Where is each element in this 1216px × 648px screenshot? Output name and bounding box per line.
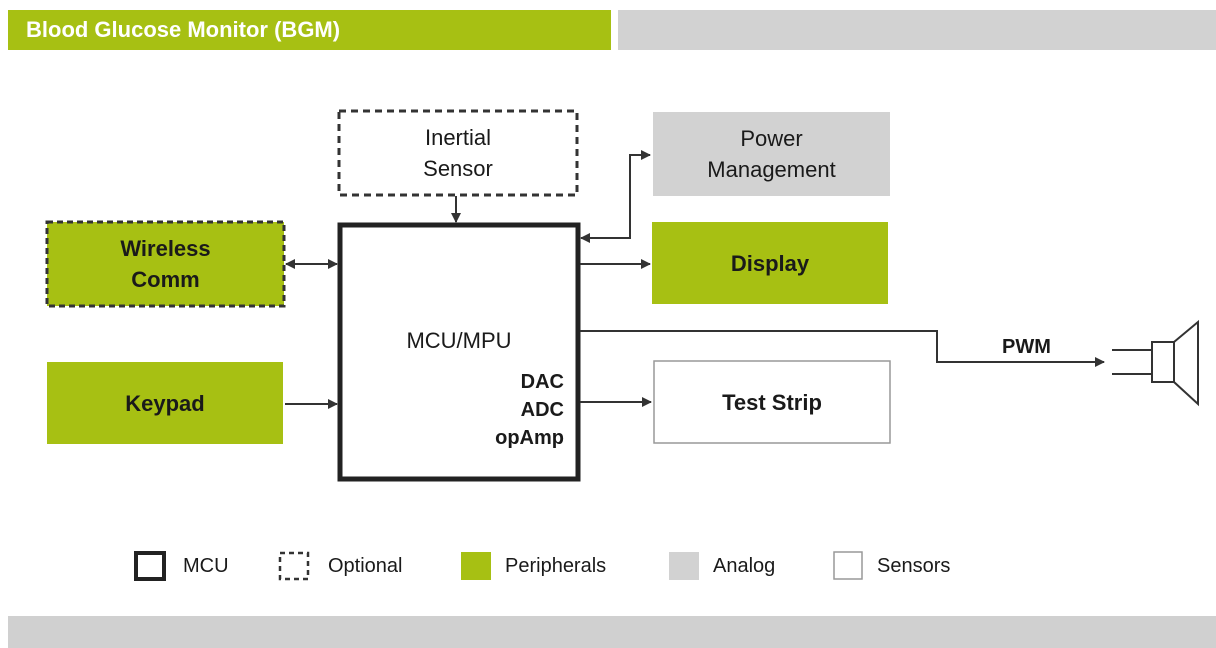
mcu-mpu-label: MCU/MPU — [406, 327, 512, 353]
inertial-sensor-label: Inertial Sensor — [423, 125, 493, 181]
keypad-label: Keypad — [125, 390, 205, 416]
inertial-sensor-box — [337, 109, 579, 197]
power-management-label: Power Management — [707, 126, 836, 182]
legend-analog-icon — [669, 552, 699, 580]
title-bar-gray — [618, 10, 1216, 50]
wireless-comm-label: Wireless Comm — [120, 236, 211, 292]
legend-sensors-label: Sensors — [877, 555, 951, 577]
display-label: Display — [730, 250, 810, 276]
speaker-icon — [1112, 319, 1199, 407]
arrow-mcu-to-speaker — [580, 330, 1105, 367]
mcu-dac-label: DAC — [520, 371, 564, 393]
wireless-comm-box — [45, 220, 286, 308]
legend-mcu-icon — [134, 551, 166, 581]
keypad-box — [47, 362, 283, 444]
mcu-mpu-box — [337, 222, 581, 482]
legend-peripherals-icon — [461, 552, 491, 580]
mcu-opamp-label: opAmp — [495, 427, 564, 449]
legend-peripherals-label: Peripherals — [505, 555, 607, 577]
display-box — [652, 222, 888, 304]
test-strip-box — [653, 360, 891, 444]
legend-optional-icon — [278, 551, 310, 581]
mcu-adc-label: ADC — [520, 399, 564, 421]
legend-sensors-icon — [833, 551, 863, 580]
pwm-label: PWM — [1002, 336, 1051, 358]
legend-optional-label: Optional — [328, 555, 403, 577]
test-strip-label: Test Strip — [722, 389, 822, 415]
arrow-power-mcu — [580, 150, 651, 243]
power-management-box — [653, 112, 890, 196]
legend-analog-label: Analog — [713, 555, 776, 577]
page-title: Blood Glucose Monitor (BGM) — [8, 10, 611, 50]
legend-mcu-label: MCU — [183, 555, 229, 577]
footer-bar — [8, 616, 1216, 648]
